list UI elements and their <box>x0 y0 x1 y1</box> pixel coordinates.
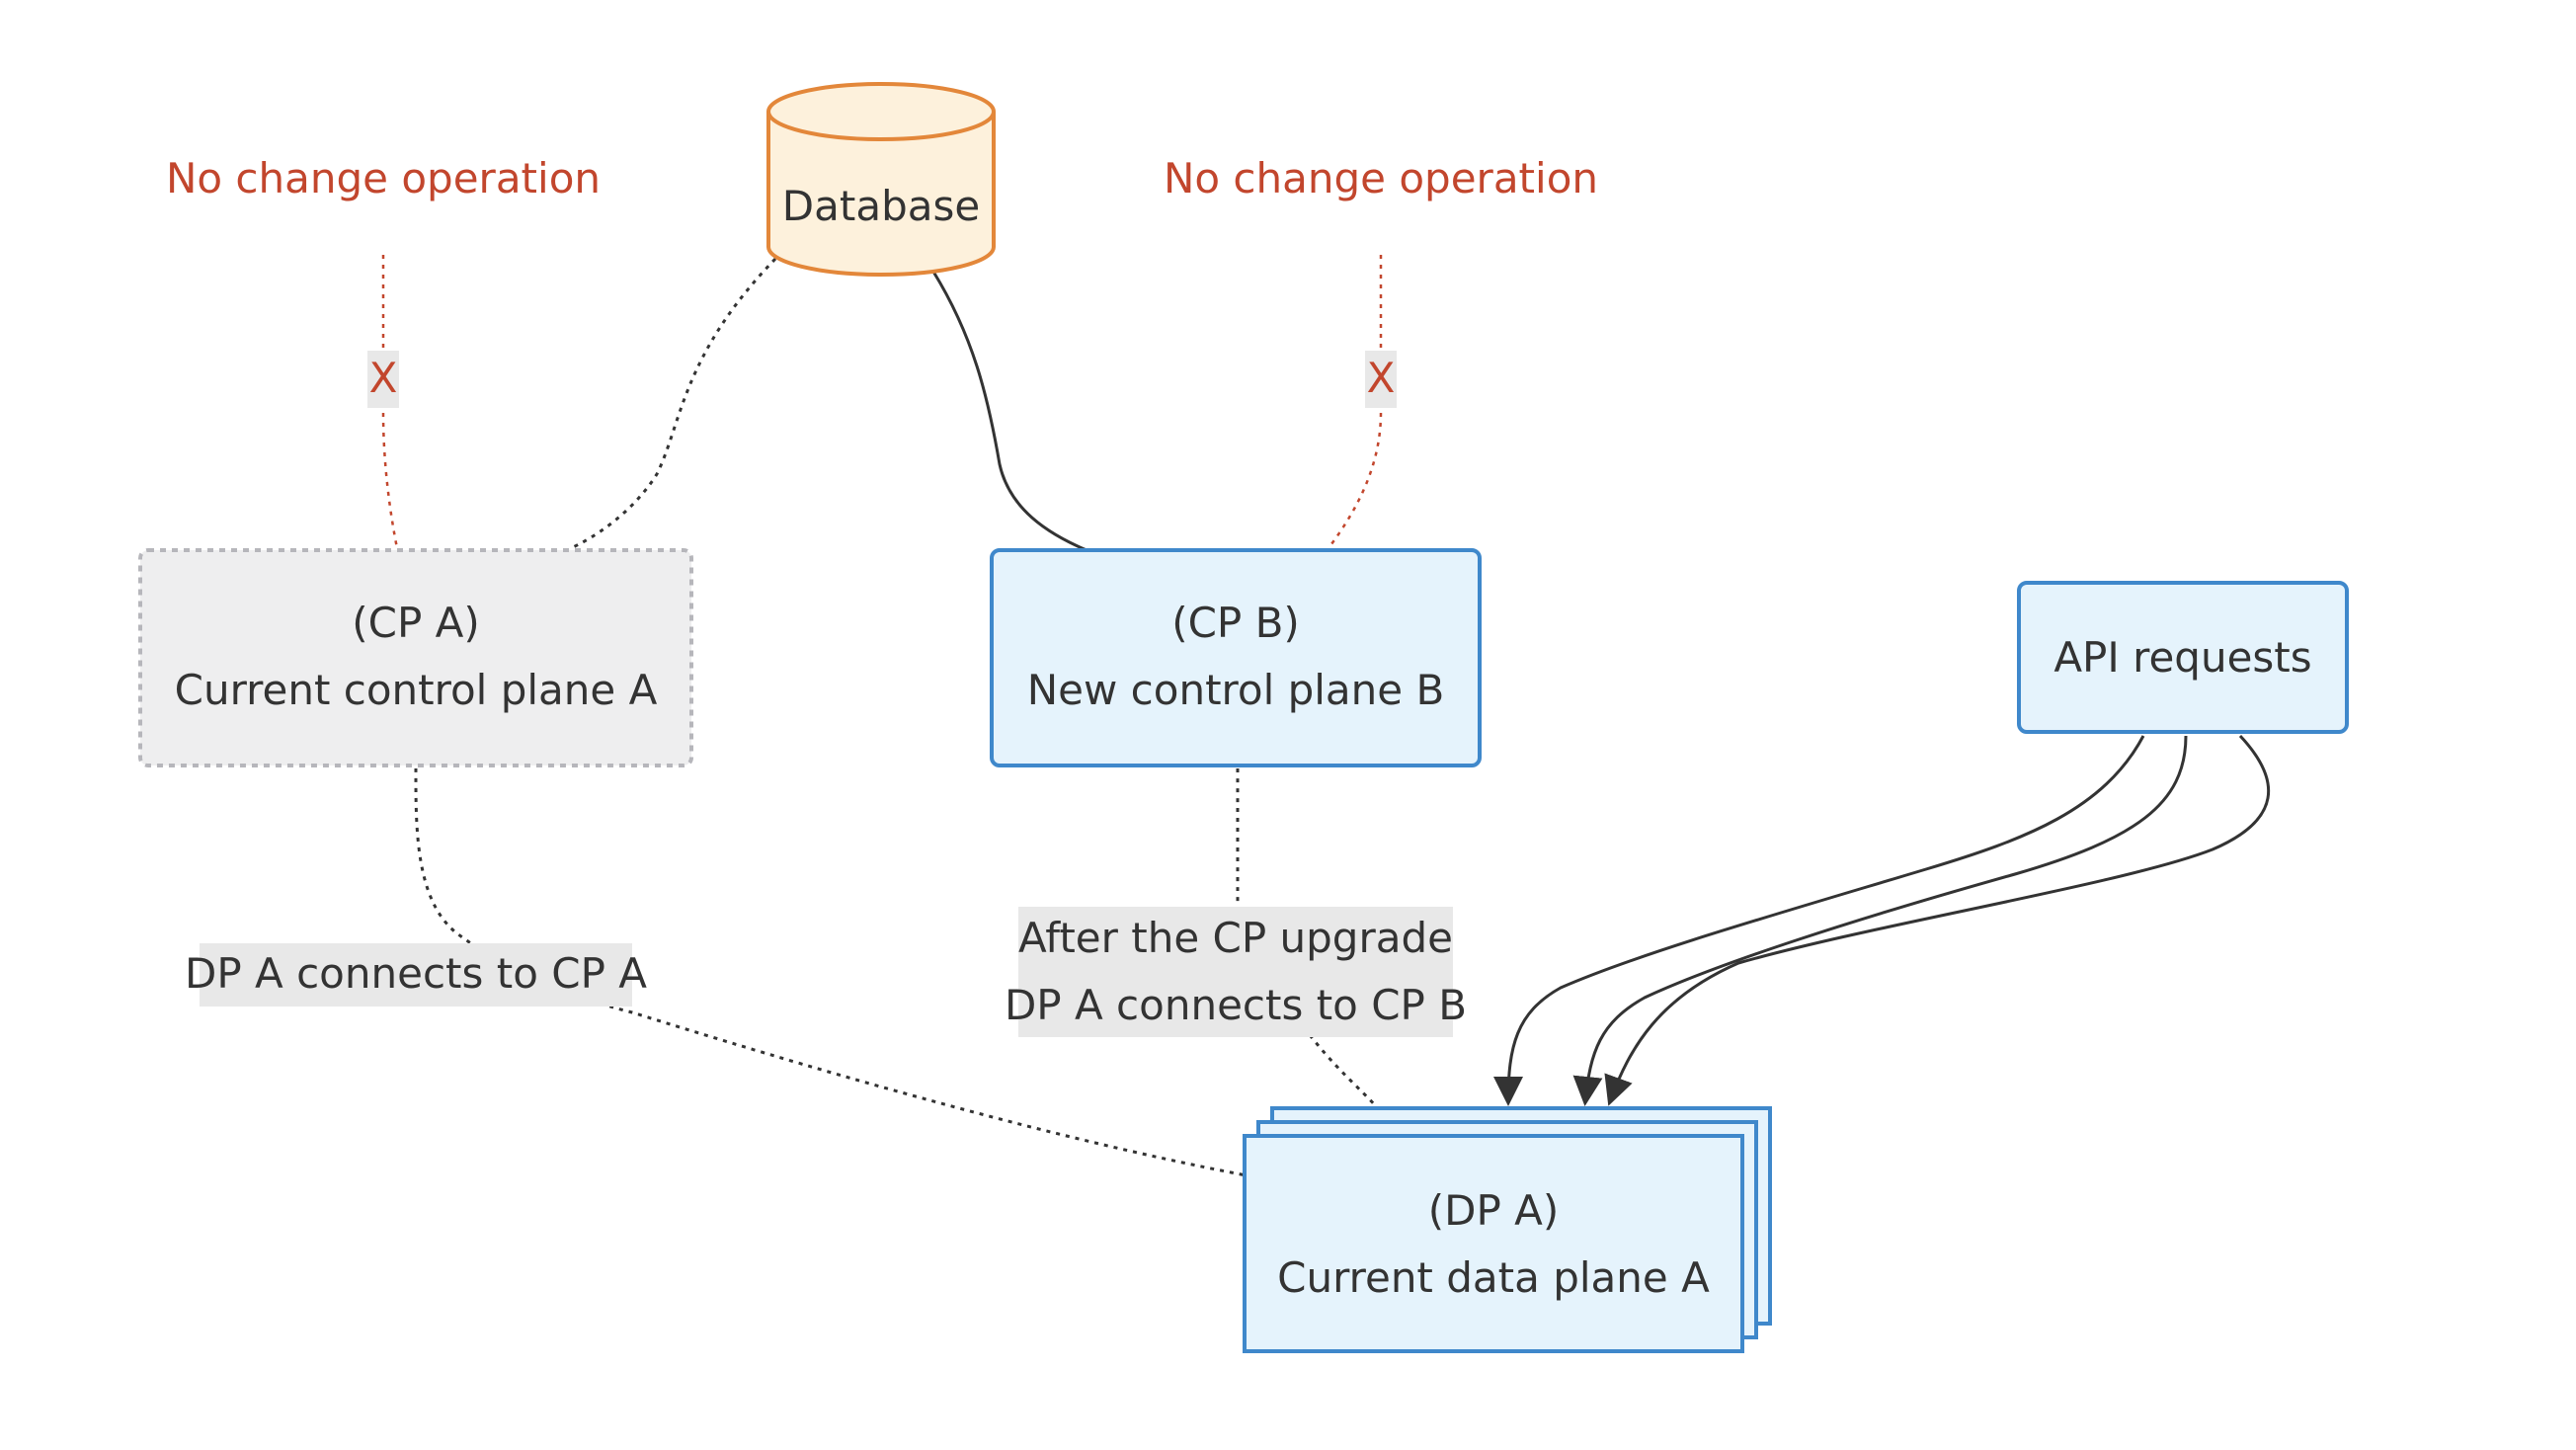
edge-label-x-right: X <box>1365 351 1397 408</box>
cp-b-line1: (CP B) <box>1171 599 1300 647</box>
edge-database-cp-b <box>931 271 1087 552</box>
cp-b-node: (CP B) New control plane B <box>990 548 1482 767</box>
dp-a-line2: Current data plane A <box>1277 1253 1710 1302</box>
edge-label-x-left: X <box>367 351 399 408</box>
database-node: Database <box>766 82 996 277</box>
cp-a-line1: (CP A) <box>352 599 480 647</box>
svg-text:DP A connects to CP B: DP A connects to CP B <box>1005 981 1467 1029</box>
edge-label-dp-cp-a: DP A connects to CP A <box>185 943 647 1007</box>
svg-text:After the CP upgrade: After the CP upgrade <box>1018 914 1453 962</box>
no-change-left-label: No change operation <box>166 154 601 202</box>
cp-a-node: (CP A) Current control plane A <box>138 548 693 767</box>
edge-cp-b-dp-a <box>1236 767 1380 1110</box>
edge-api-dp-a-2 <box>1572 735 2188 1106</box>
edge-database-cp-a <box>570 257 777 550</box>
no-change-right-label: No change operation <box>1164 154 1598 202</box>
edge-nochange-left <box>381 255 399 549</box>
edge-api-dp-a-3 <box>1604 734 2271 1106</box>
cp-a-line2: Current control plane A <box>175 666 658 714</box>
api-requests-node: API requests <box>2017 581 2349 734</box>
svg-text:X: X <box>1367 354 1396 402</box>
dp-a-node: (DP A) Current data plane A <box>1243 1106 1772 1353</box>
svg-text:X: X <box>369 354 398 402</box>
cp-b-line2: New control plane B <box>1027 666 1445 714</box>
edge-label-dp-cp-b: After the CP upgrade DP A connects to CP… <box>1005 907 1467 1037</box>
svg-text:DP A connects to CP A: DP A connects to CP A <box>185 949 647 998</box>
edge-nochange-right <box>1327 255 1383 549</box>
edge-api-dp-a-1 <box>1493 735 2145 1106</box>
database-label: Database <box>782 182 980 230</box>
api-requests-label: API requests <box>2053 633 2311 682</box>
dp-a-line1: (DP A) <box>1428 1186 1560 1235</box>
